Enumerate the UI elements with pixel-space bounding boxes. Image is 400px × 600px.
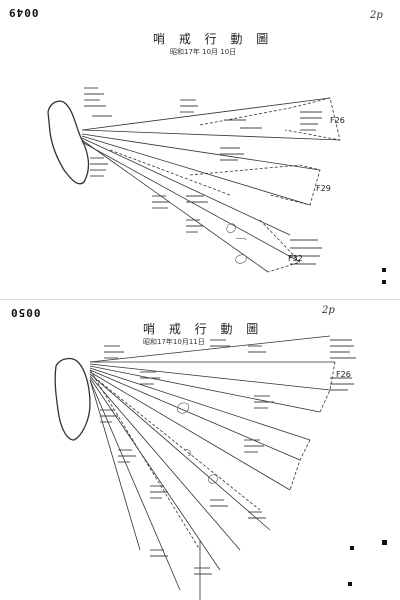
sector-label: F26 (330, 116, 345, 125)
page-date: 昭和17年10月11日 (143, 338, 205, 346)
sketch-marks (226, 223, 247, 264)
page-mark: 2p (322, 305, 335, 316)
sector-label: F29 (316, 184, 331, 193)
punch-hole (382, 540, 387, 545)
page-number-stamp: 0049 (8, 6, 39, 19)
sector-dashed (89, 361, 336, 551)
sketch-marks (177, 402, 218, 484)
sector-lines (89, 335, 335, 600)
page-title: 哨 戒 行 動 圖 (153, 32, 274, 46)
page-number-stamp: 0050 (10, 306, 41, 319)
punch-hole (350, 546, 354, 550)
annotation-ticks (100, 339, 356, 575)
island-outline (47, 100, 90, 185)
page-title: 哨 戒 行 動 圖 (143, 322, 264, 336)
punch-hole (382, 280, 386, 284)
page-mark: 2p (370, 10, 383, 21)
page-top: 0049 2p 哨 戒 行 動 圖 昭和17年 10月 10日 F26 F29 … (8, 6, 386, 284)
punch-hole (348, 582, 352, 586)
island-outline (54, 357, 91, 441)
page-date: 昭和17年 10月 10日 (170, 48, 237, 56)
sector-label: F32 (288, 254, 303, 263)
sector-lines (81, 97, 341, 273)
patrol-map-bottom (54, 335, 387, 600)
patrol-map-top (47, 87, 386, 284)
sector-dashed (109, 97, 341, 273)
sector-label: F26 (336, 370, 351, 379)
punch-hole (382, 268, 386, 272)
annotation-ticks (84, 87, 322, 265)
page-bottom: F26 (0, 300, 400, 600)
page-divider (0, 299, 400, 300)
